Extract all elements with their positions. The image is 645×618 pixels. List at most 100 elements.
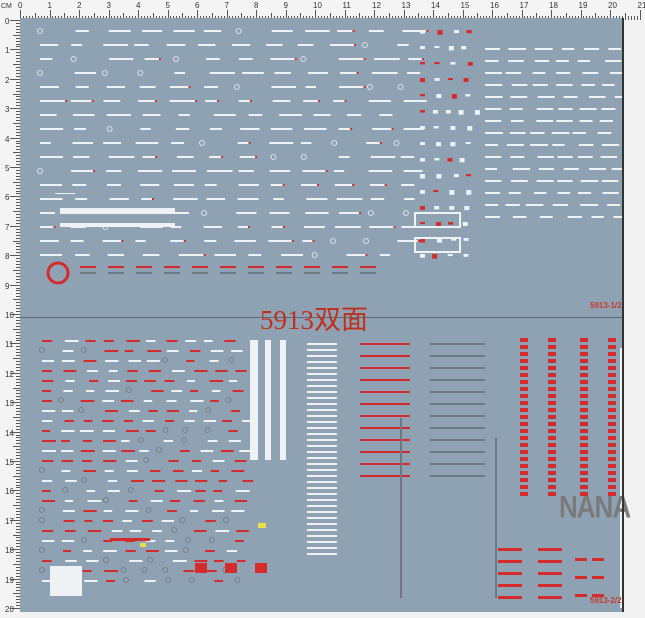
decal-mark — [301, 184, 318, 186]
decal-mark — [239, 450, 252, 452]
ruler-tick — [16, 599, 20, 601]
ruler-tick — [16, 40, 20, 42]
decal-mark — [105, 390, 119, 392]
decal-mark — [506, 144, 524, 146]
decal-mark — [269, 212, 290, 214]
ruler-tick — [462, 10, 464, 20]
decal-mark — [520, 415, 528, 419]
decal-mark — [498, 572, 522, 575]
decal-mark — [525, 204, 544, 206]
decal-mark — [620, 426, 622, 427]
decal-mark — [548, 443, 556, 447]
ruler-left-label: 10 — [5, 311, 14, 320]
decal-mark — [520, 401, 528, 405]
decal-mark — [194, 370, 208, 372]
decal-mark — [83, 360, 97, 362]
decal-mark — [167, 510, 177, 512]
decal-mark — [520, 471, 528, 475]
ruler-tick — [16, 190, 20, 192]
ruler-unit: CM — [1, 3, 12, 10]
decal-mark — [538, 572, 562, 575]
decal-number-mark — [234, 577, 241, 583]
decal-mark — [210, 350, 224, 352]
decal-mark — [42, 500, 56, 502]
ruler-tick — [16, 140, 20, 142]
ruler-tick — [16, 28, 20, 30]
decal-mark — [164, 550, 178, 552]
decal-mark — [430, 343, 485, 345]
decal-mark — [228, 380, 238, 382]
decal-mark — [360, 343, 410, 345]
decal-mark — [580, 380, 588, 384]
decal-red-dot — [417, 240, 420, 242]
decal-mark — [449, 206, 455, 210]
ruler-tick — [403, 10, 405, 20]
decal-mark — [164, 272, 180, 274]
ruler-tick — [16, 316, 20, 318]
decal-mark — [80, 400, 95, 402]
decal-mark — [103, 340, 114, 342]
decal-mark — [269, 170, 291, 172]
ruler-tick — [13, 269, 20, 271]
decal-frame — [414, 237, 461, 253]
ruler-tick — [16, 75, 20, 77]
ruler-tick — [565, 13, 567, 20]
ruler-left-label: 4 — [5, 134, 10, 144]
decal-mark — [580, 352, 588, 356]
decal-frame — [414, 212, 461, 228]
decal-mark — [530, 144, 549, 146]
decal-red-dot — [217, 100, 220, 102]
ruler-tick — [16, 81, 20, 83]
decal-mark — [42, 370, 52, 372]
decal-mark — [466, 30, 472, 34]
ruler-tick — [10, 549, 20, 551]
ruler-tick — [16, 278, 20, 280]
ruler-tick — [270, 13, 272, 20]
decal-mark — [109, 58, 134, 60]
decal-mark — [178, 114, 190, 116]
ruler-tick — [633, 16, 635, 20]
ruler-tick — [16, 216, 20, 218]
ruler-tick — [16, 87, 20, 89]
decal-red-dot — [393, 226, 396, 228]
ruler-tick — [13, 152, 20, 154]
decal-mark — [467, 62, 473, 66]
decal-mark — [232, 390, 244, 392]
decal-red-dot — [312, 240, 315, 242]
ruler-tick — [16, 175, 20, 177]
decal-mark — [580, 204, 599, 206]
decal-mark — [451, 94, 457, 99]
decal-mark — [209, 72, 235, 74]
ruler-tick — [595, 13, 597, 20]
ruler-tick — [16, 72, 20, 74]
decal-mark — [121, 450, 135, 452]
decal-mark — [307, 367, 337, 369]
decal-mark — [87, 500, 102, 502]
decal-mark — [520, 429, 528, 433]
decal-mark — [103, 142, 122, 144]
decal-mark — [62, 550, 72, 552]
decal-mark — [620, 360, 622, 361]
decal-mark — [61, 540, 75, 542]
ruler-tick — [16, 510, 20, 512]
decal-mark — [305, 30, 330, 32]
decal-mark — [530, 132, 545, 134]
decal-mark — [74, 128, 86, 130]
ruler-left-label: 13 — [5, 399, 14, 409]
decal-mark — [139, 450, 149, 452]
ruler-tick — [16, 43, 20, 45]
decal-mark — [512, 216, 527, 218]
ruler-tick — [10, 196, 20, 198]
ruler-left-label: 20 — [5, 605, 14, 614]
ruler-tick — [16, 560, 20, 562]
ruler-tick — [16, 37, 20, 39]
decal-mark — [548, 422, 556, 426]
ruler-left-label: 12 — [5, 369, 14, 379]
decal-mark — [584, 48, 600, 50]
decal-number-mark — [147, 557, 153, 563]
decal-mark — [213, 490, 223, 492]
ruler-tick — [16, 469, 20, 471]
decal-mark — [611, 168, 622, 170]
decal-mark — [420, 110, 425, 113]
ruler-tick — [16, 61, 20, 63]
